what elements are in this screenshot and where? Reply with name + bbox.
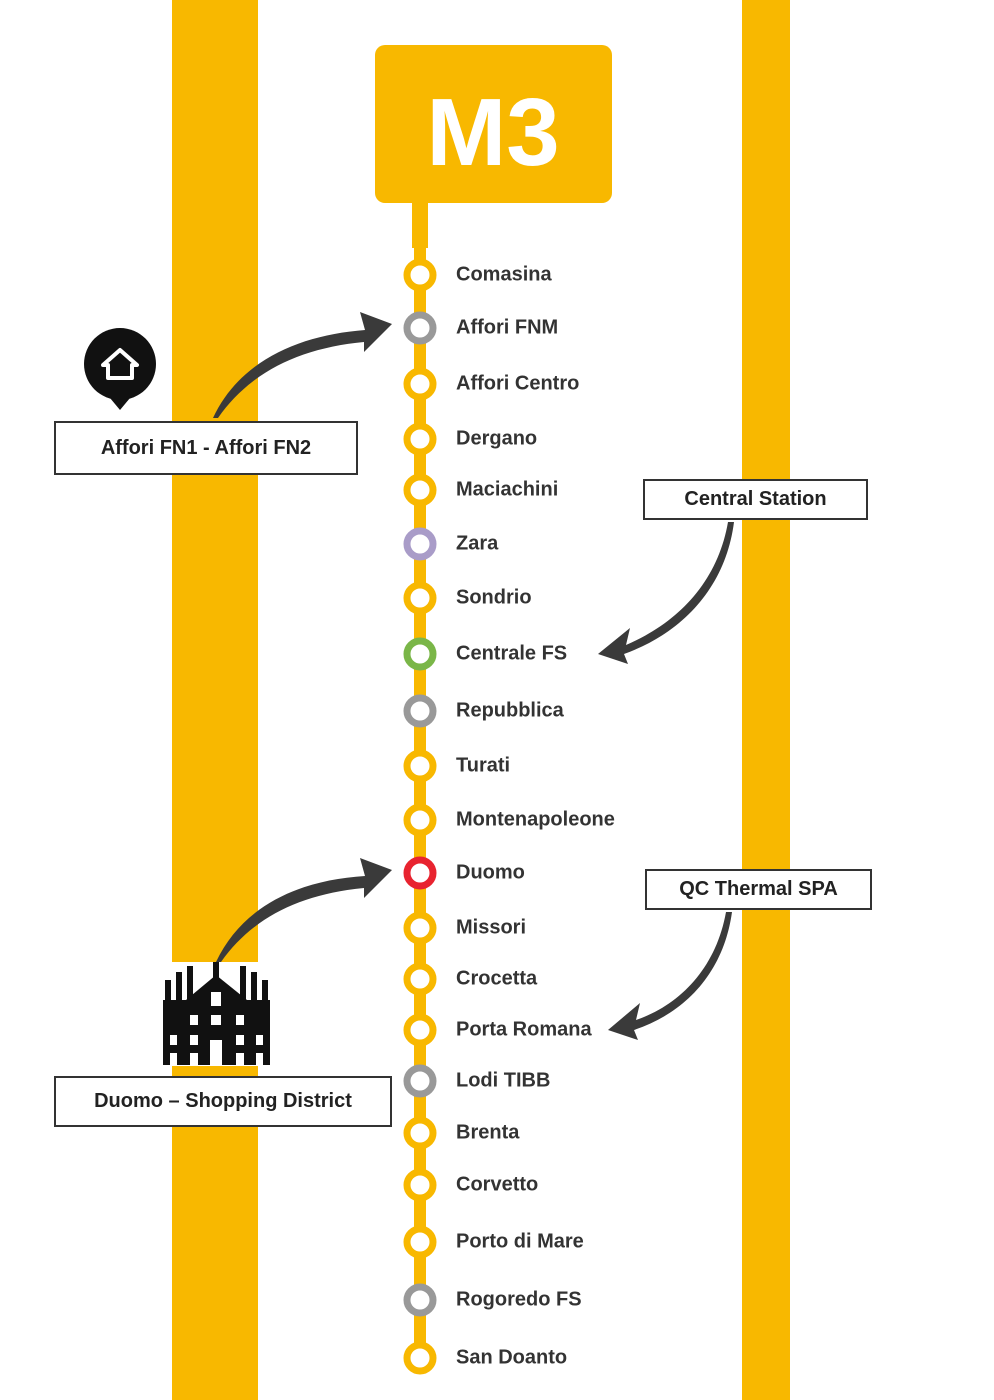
- arrow-to-centrale-icon: [598, 522, 734, 664]
- station-label: Comasina: [456, 263, 552, 286]
- station-marker: [403, 1225, 437, 1259]
- station-marker: [403, 637, 437, 671]
- m3-logo-text: M3: [426, 79, 559, 186]
- left-decor-stripe: [172, 0, 258, 1400]
- callout-central-station: Central Station: [643, 479, 868, 520]
- station-label: Dergano: [456, 427, 538, 450]
- station-marker: [403, 1168, 437, 1202]
- station-label: Maciachini: [456, 478, 559, 501]
- arrow-to-duomo-icon: [216, 858, 392, 962]
- callout-duomo-shopping: Duomo – Shopping District: [54, 1076, 392, 1127]
- station-marker: [403, 1341, 437, 1375]
- station-label: Missori: [456, 916, 527, 939]
- callout-affori: Affori FN1 - Affori FN2: [54, 421, 358, 475]
- station-label: Centrale FS: [456, 642, 568, 665]
- station-label: Sondrio: [456, 586, 532, 609]
- station-label: Brenta: [456, 1121, 520, 1144]
- callout-qc-thermal-spa: QC Thermal SPA: [645, 869, 872, 910]
- station-marker: [403, 1283, 437, 1317]
- station-marker: [403, 422, 437, 456]
- duomo-cathedral-icon: [163, 962, 270, 1065]
- station-marker: [403, 694, 437, 728]
- station-label: Duomo: [456, 861, 525, 884]
- station-marker: [403, 911, 437, 945]
- station-label: Corvetto: [456, 1173, 539, 1196]
- station-marker: [403, 1064, 437, 1098]
- home-pin-icon: [84, 328, 156, 410]
- arrows: [213, 312, 734, 1040]
- station-label: Crocetta: [456, 967, 538, 990]
- station-label: Zara: [456, 532, 499, 555]
- station-marker: [403, 803, 437, 837]
- m3-logo-box: [375, 45, 612, 203]
- station-label: San Doanto: [456, 1346, 568, 1369]
- station-label: Repubblica: [456, 699, 564, 722]
- station-label: Porta Romana: [456, 1018, 592, 1041]
- station-marker: [403, 1116, 437, 1150]
- station-marker: [403, 856, 437, 890]
- arrow-to-porta-romana-icon: [608, 912, 732, 1040]
- station-marker: [403, 962, 437, 996]
- station-label: Turati: [456, 754, 511, 777]
- station-marker: [403, 311, 437, 345]
- station-marker: [403, 527, 437, 561]
- station-label: Montenapoleone: [456, 808, 615, 831]
- station-label: Lodi TIBB: [456, 1069, 551, 1092]
- station-marker: [403, 581, 437, 615]
- station-label: Porto di Mare: [456, 1230, 584, 1253]
- line-stub: [412, 203, 428, 248]
- station-marker: [403, 367, 437, 401]
- station-marker: [403, 749, 437, 783]
- arrow-to-affori-icon: [213, 312, 392, 418]
- station-marker: [403, 258, 437, 292]
- station-marker: [403, 1013, 437, 1047]
- station-marker: [403, 473, 437, 507]
- station-label: Affori FNM: [456, 316, 559, 339]
- right-decor-stripe: [742, 0, 790, 1400]
- station-label: Rogoredo FS: [456, 1288, 582, 1311]
- station-label: Affori Centro: [456, 372, 580, 395]
